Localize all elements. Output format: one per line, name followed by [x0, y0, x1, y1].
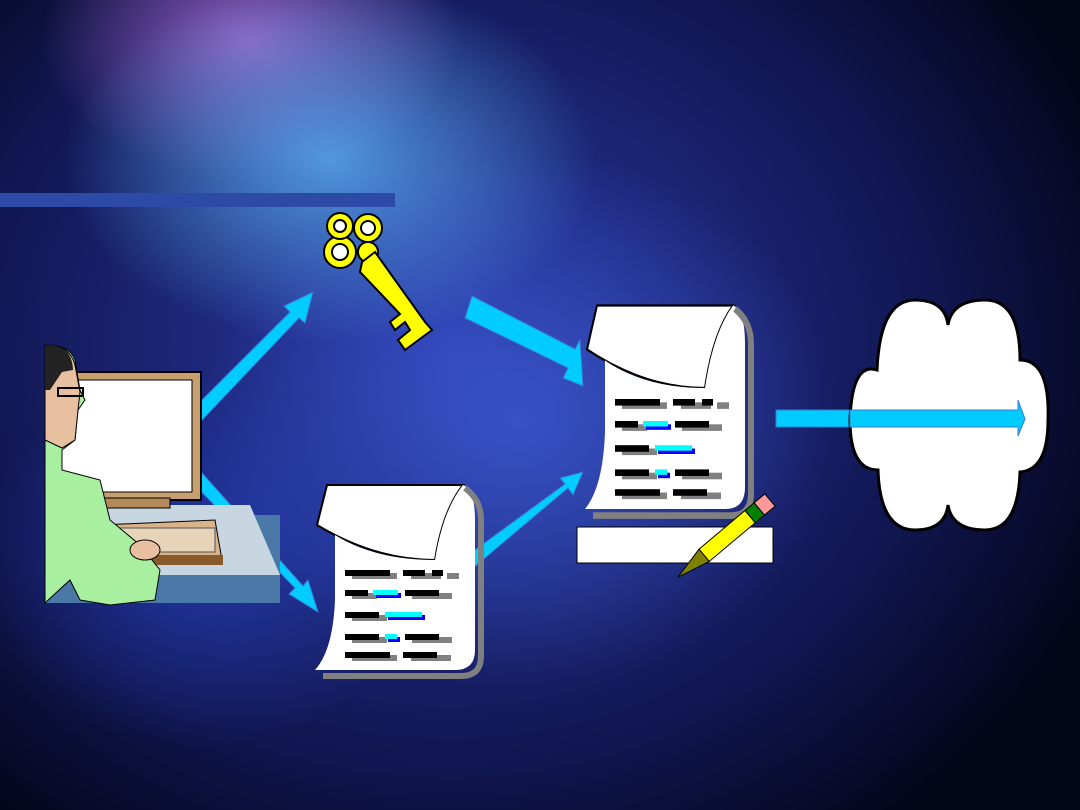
document-icon	[315, 485, 481, 676]
signed-document-icon	[585, 306, 751, 516]
arrow-key-to-signed-document	[464, 295, 584, 387]
person-at-computer-icon	[44, 344, 280, 606]
title-bar	[0, 193, 395, 207]
arrow-computer-to-key	[176, 291, 314, 438]
key-icon	[323, 212, 434, 352]
pencil-icon	[677, 493, 776, 578]
arrow-into-cloud	[849, 399, 1026, 437]
